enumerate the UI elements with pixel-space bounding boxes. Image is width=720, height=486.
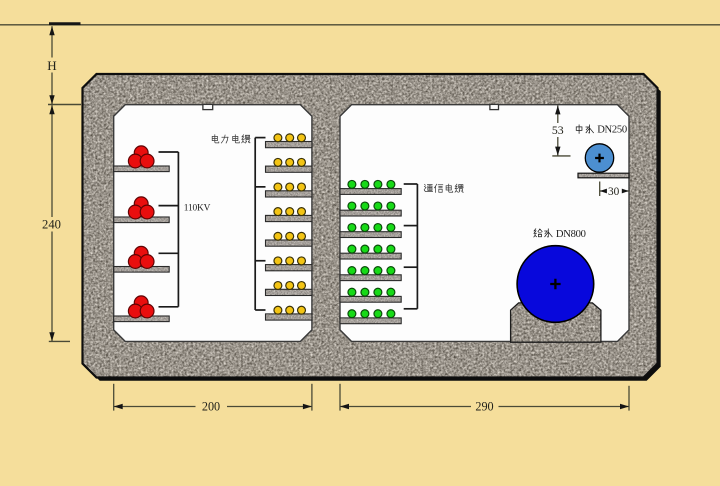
svg-text:290: 290 bbox=[475, 400, 493, 414]
svg-text:30: 30 bbox=[608, 186, 620, 198]
svg-text:110KV: 110KV bbox=[184, 203, 211, 213]
svg-text:200: 200 bbox=[202, 400, 220, 414]
svg-text:DN800: DN800 bbox=[556, 229, 586, 240]
svg-text:240: 240 bbox=[42, 218, 61, 232]
svg-text:DN250: DN250 bbox=[597, 125, 627, 136]
svg-text:53: 53 bbox=[552, 123, 564, 137]
svg-text:H: H bbox=[47, 58, 56, 73]
